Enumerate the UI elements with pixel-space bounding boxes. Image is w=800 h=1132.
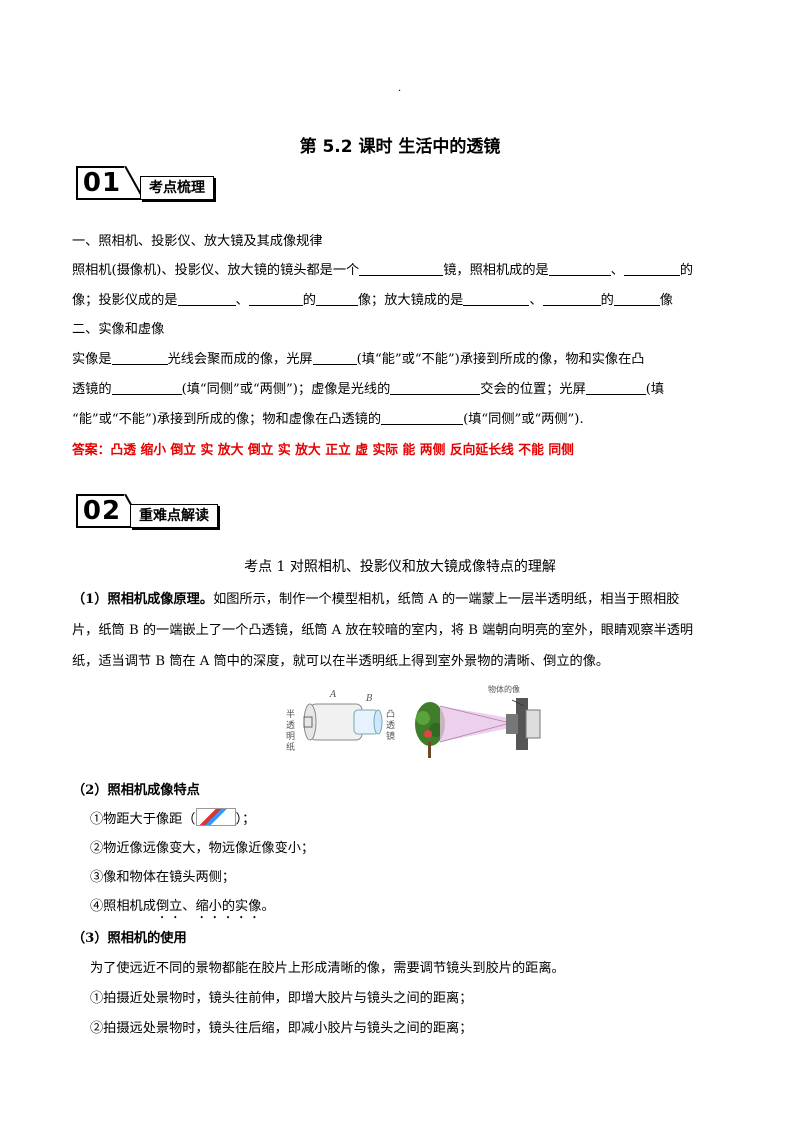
paragraph-line: （1）照相机成像原理。如图所示，制作一个模型相机，纸筒 A 的一端蒙上一层半透明… [72,592,680,607]
paragraph-line: 像；投影仪成的是、的像；放大镜成的是、的像 [72,293,673,308]
section-number: 01 [76,166,126,200]
list-item: ②物近像远像变大，物远像近像变小； [90,841,315,856]
section-badge-01: 01 考点梳理 [76,166,246,202]
c3-heading: （3）照相机的使用 [72,931,187,946]
list-item: ①拍摄近处景物时，镜头往前伸，即增大胶片与镜头之间的距离； [90,991,473,1006]
paper-label: 半透明纸 [286,710,296,753]
object-image-label: 物体的像 [488,685,520,694]
list-item: ③像和物体在镜头两侧； [90,870,236,885]
c2-heading: （2）照相机成像特点 [72,783,200,798]
answer-line: 答案：凸透 缩小 倒立 实 放大 倒立 实 放大 正立 虚 实际 能 两侧 反向… [72,443,574,458]
tube-b-label: B [366,694,373,704]
section-badge-02: 02 重难点解读 [76,494,266,530]
kp1-title: 考点 1 对照相机、投影仪和放大镜成像特点的理解 [244,559,556,575]
section-label: 重难点解读 [130,504,218,528]
section-label: 考点梳理 [140,176,214,200]
camera-model-figure: 半透明纸 A B 凸透镜 物体的像 [280,684,542,764]
tube-a-label: A [330,690,337,700]
paragraph-line: 透镜的(填“同侧”或“两侧”)；虚像是光线的交会的位置；光屏(填 [72,382,665,397]
list-item: ②拍摄远处景物时，镜头往后缩，即减小胶片与镜头之间的距离； [90,1021,473,1036]
lens-label: 凸透镜 [386,710,396,742]
section-number: 02 [76,494,126,528]
formula-image-icon [195,808,236,826]
list-item: ④照相机成倒立、缩小的实像。 [90,899,275,914]
paragraph-line: 纸，适当调节 B 筒在 A 筒中的深度，就可以在半透明纸上得到室外景物的清晰、倒… [72,654,610,669]
paragraph-line: 实像是光线会聚而成的像，光屏(填“能”或“不能”)承接到所成的像，物和实像在凸 [72,352,645,367]
part1-heading: 一、照相机、投影仪、放大镜及其成像规律 [72,234,323,249]
header-mark: · [398,86,402,97]
paragraph-line: 片，纸筒 B 的一端嵌上了一个凸透镜，纸筒 A 放在较暗的室内，将 B 端朝向明… [72,623,694,638]
paragraph-line: 照相机(摄像机)、投影仪、放大镜的镜头都是一个镜，照相机成的是、的 [72,263,694,278]
list-item: ①物距大于像距（）； [90,808,750,827]
paragraph-line: “能”或“不能”)承接到所成的像；物和虚像在凸透镜的(填“同侧”或“两侧”). [72,412,584,427]
page-title: 第 5.2 课时 生活中的透镜 [299,137,501,157]
paragraph-line: 为了使远近不同的景物都能在胶片上形成清晰的像，需要调节镜头到胶片的距离。 [90,961,565,976]
part2-heading: 二、实像和虚像 [72,322,165,337]
